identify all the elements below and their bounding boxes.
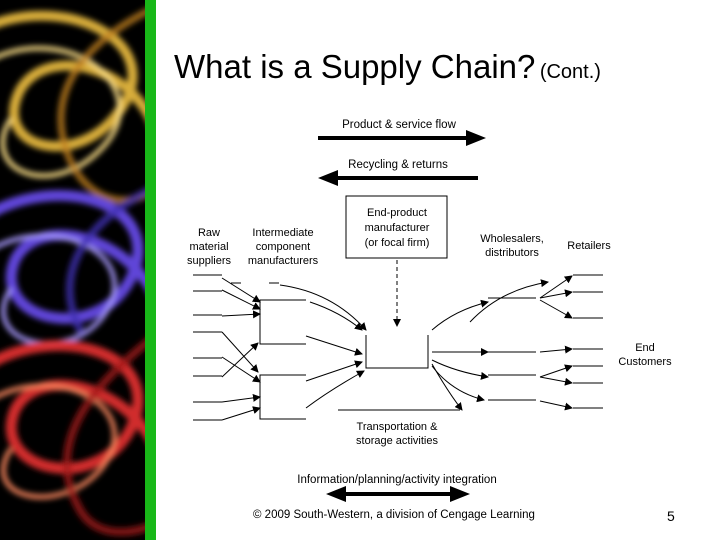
focal-firm-line-3: (or focal firm) (365, 237, 430, 249)
retailers-label: Retailers (567, 240, 611, 252)
wholesaler-stubs (488, 297, 536, 401)
raw-suppliers-line-2: material (189, 241, 228, 253)
information-flow-arrow (326, 486, 470, 502)
product-flow-label: Product & service flow (342, 119, 456, 131)
decorative-swirl-image (0, 0, 145, 540)
focal-firm-line-2: manufacturer (365, 222, 430, 234)
intermediate-line-1: Intermediate (252, 227, 313, 239)
slide-title: What is a Supply Chain? (Cont.) (174, 48, 601, 86)
information-flow-label: Information/planning/activity integratio… (297, 474, 496, 486)
raw-suppliers-line-3: suppliers (187, 255, 232, 267)
focal-firm-line-1: End-product (367, 207, 427, 219)
title-main: What is a Supply Chain? (174, 48, 536, 85)
raw-suppliers-line-1: Raw (198, 227, 220, 239)
accent-green-bar (145, 0, 156, 540)
raw-suppliers-label: Raw material suppliers (187, 227, 232, 267)
retailer-stubs (573, 274, 603, 409)
end-customers-line-2: Customers (618, 356, 672, 368)
end-customers-label: End Customers (618, 342, 672, 368)
intermediate-brackets (259, 299, 306, 420)
focal-firm-bracket (365, 335, 429, 369)
wholesalers-line-1: Wholesalers, (480, 233, 544, 245)
intermediate-manufacturers-label: Intermediate component manufacturers (248, 227, 319, 267)
recycling-flow-arrow (318, 170, 478, 186)
product-flow-arrow (318, 130, 486, 146)
wholesalers-label: Wholesalers, distributors (480, 233, 544, 259)
transportation-line-1: Transportation & (357, 421, 439, 433)
transportation-label: Transportation & storage activities (356, 421, 438, 447)
focal-firm-box: End-product manufacturer (or focal firm) (345, 195, 448, 259)
end-customers-line-1: End (635, 342, 655, 354)
copyright-footer: © 2009 South-Western, a division of Ceng… (253, 509, 535, 521)
swirl-art (0, 8, 145, 536)
intermediate-line-2: component (256, 241, 310, 253)
title-sub: (Cont.) (539, 61, 601, 83)
page-number: 5 (667, 508, 675, 524)
intermediate-line-3: manufacturers (248, 255, 319, 267)
transportation-line-2: storage activities (356, 435, 438, 447)
wholesalers-line-2: distributors (485, 247, 539, 259)
raw-supplier-stubs (193, 274, 279, 421)
network-connectors (221, 275, 573, 421)
recycling-flow-label: Recycling & returns (348, 159, 448, 171)
